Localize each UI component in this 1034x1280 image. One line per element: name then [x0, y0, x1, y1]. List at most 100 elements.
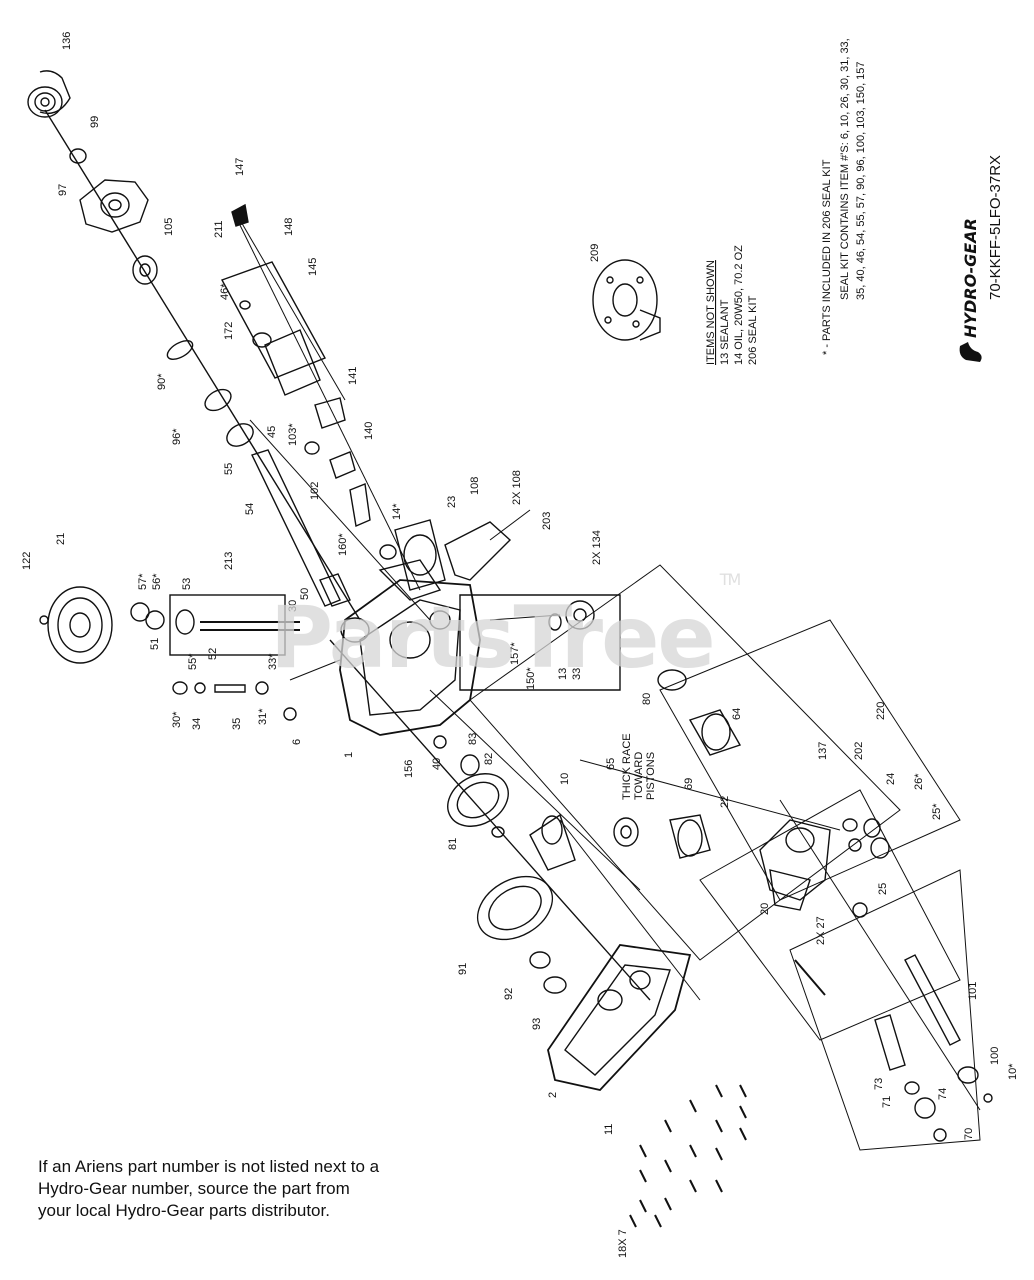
label-52: 52: [207, 648, 219, 660]
label-53: 53: [181, 578, 193, 590]
label-21: 21: [55, 533, 67, 545]
label-145: 145: [307, 258, 319, 276]
label-13: 13: [557, 668, 569, 680]
label-157: 157*: [509, 642, 521, 665]
label-70: 70: [963, 1128, 975, 1140]
label-40: 40: [431, 758, 443, 770]
label-136: 136: [61, 32, 73, 50]
label-81: 81: [447, 838, 459, 850]
label-2x27: 2X 27: [815, 916, 827, 945]
kit-note-line-2: SEAL KIT CONTAINS ITEM #'S: 6, 10, 26, 3…: [839, 38, 851, 300]
note-line-3: your local Hydro-Gear parts distributor.: [38, 1201, 330, 1220]
label-148: 148: [283, 218, 295, 236]
label-57: 57*: [137, 573, 149, 590]
label-147: 147: [234, 158, 246, 176]
brand-name: HYDRO-GEAR: [961, 218, 980, 338]
label-209: 209: [589, 244, 601, 262]
label-150: 150*: [525, 667, 537, 690]
label-220: 220: [875, 702, 887, 720]
model-title: 70-KKFF-5LFO-37RX: [987, 155, 1004, 300]
label-122: 122: [21, 552, 33, 570]
label-203: 203: [541, 512, 553, 530]
label-22: 22: [719, 796, 731, 808]
label-100: 100: [989, 1047, 1001, 1065]
items-not-shown-heading: ITEMS NOT SHOWN: [705, 260, 717, 365]
label-96: 96*: [171, 428, 183, 445]
label-156: 156: [403, 760, 415, 778]
kit-note-line-3: 35, 40, 46, 54, 55, 57, 90, 96, 100, 103…: [855, 61, 867, 300]
label-141: 141: [347, 367, 359, 385]
label-93: 93: [531, 1018, 543, 1030]
label-26: 26*: [913, 773, 925, 790]
items-not-shown-3: 206 SEAL KIT: [747, 295, 759, 365]
label-18x7: 18X 7: [617, 1229, 629, 1258]
label-51: 51: [149, 638, 161, 650]
label-33b: 33: [571, 668, 583, 680]
callout-line-1: THICK RACE: [621, 733, 633, 800]
label-99: 99: [89, 116, 101, 128]
label-69: 69: [683, 778, 695, 790]
label-101: 101: [967, 982, 979, 1000]
watermark-text: PartsTree: [270, 588, 716, 688]
callout-line-2: TOWARD: [633, 752, 645, 800]
label-92: 92: [503, 988, 515, 1000]
label-24: 24: [885, 773, 897, 785]
label-172: 172: [223, 322, 235, 340]
label-102: 102: [309, 482, 321, 500]
label-10: 10: [559, 773, 571, 785]
label-202: 202: [853, 742, 865, 760]
kit-note-line-1: * - PARTS INCLUDED IN 206 SEAL KIT: [821, 159, 833, 355]
label-54: 54: [244, 503, 256, 515]
label-140: 140: [363, 422, 375, 440]
label-55s: 55*: [187, 653, 199, 670]
watermark-tm: TM: [719, 570, 742, 590]
label-34: 34: [191, 718, 203, 730]
label-105: 105: [163, 218, 175, 236]
label-160: 160*: [337, 533, 349, 556]
label-25: 25: [877, 883, 889, 895]
label-50: 50: [299, 588, 311, 600]
label-56: 56*: [151, 573, 163, 590]
label-80: 80: [641, 693, 653, 705]
label-2x-134: 2X 134: [591, 530, 603, 565]
label-11: 11: [603, 1124, 615, 1135]
label-211: 211: [213, 220, 225, 238]
label-64: 64: [731, 708, 743, 720]
label-91: 91: [457, 963, 469, 975]
label-2: 2: [547, 1092, 559, 1098]
label-137: 137: [817, 742, 829, 760]
label-65: 65: [605, 758, 617, 770]
label-30: 30: [287, 600, 299, 612]
watermark: PartsTreeTM: [270, 570, 741, 688]
note-line-2: Hydro-Gear number, source the part from: [38, 1179, 350, 1198]
label-25s: 25*: [931, 803, 943, 820]
label-108: 108: [469, 477, 481, 495]
label-103: 103*: [287, 423, 299, 446]
label-46: 46*: [219, 283, 231, 300]
note-line-1: If an Ariens part number is not listed n…: [38, 1157, 380, 1176]
label-55: 55: [223, 463, 235, 475]
label-71: 71: [881, 1096, 893, 1108]
label-35: 35: [231, 718, 243, 730]
label-82: 82: [483, 753, 495, 765]
label-23: 23: [446, 496, 458, 508]
label-97: 97: [57, 184, 69, 196]
label-73: 73: [873, 1078, 885, 1090]
label-31: 31*: [257, 708, 269, 725]
label-20: 20: [759, 903, 771, 915]
label-74: 74: [937, 1088, 949, 1100]
label-30s: 30*: [171, 711, 183, 728]
label-90: 90*: [156, 373, 168, 390]
label-33: 33*: [267, 653, 279, 670]
hydro-gear-logo: HYDRO-GEAR: [959, 218, 982, 362]
items-not-shown-2: 14 OIL, 20W50, 70.2 OZ: [733, 245, 745, 365]
callout-line-3: PISTONS: [645, 752, 657, 800]
label-14: 14*: [391, 503, 403, 520]
label-1: 1: [343, 752, 355, 758]
label-2x-108: 2X 108: [511, 470, 523, 505]
label-83: 83: [467, 733, 479, 745]
label-213: 213: [223, 552, 235, 570]
parts-note: If an Ariens part number is not listed n…: [38, 1156, 458, 1222]
label-45: 45: [266, 426, 278, 438]
